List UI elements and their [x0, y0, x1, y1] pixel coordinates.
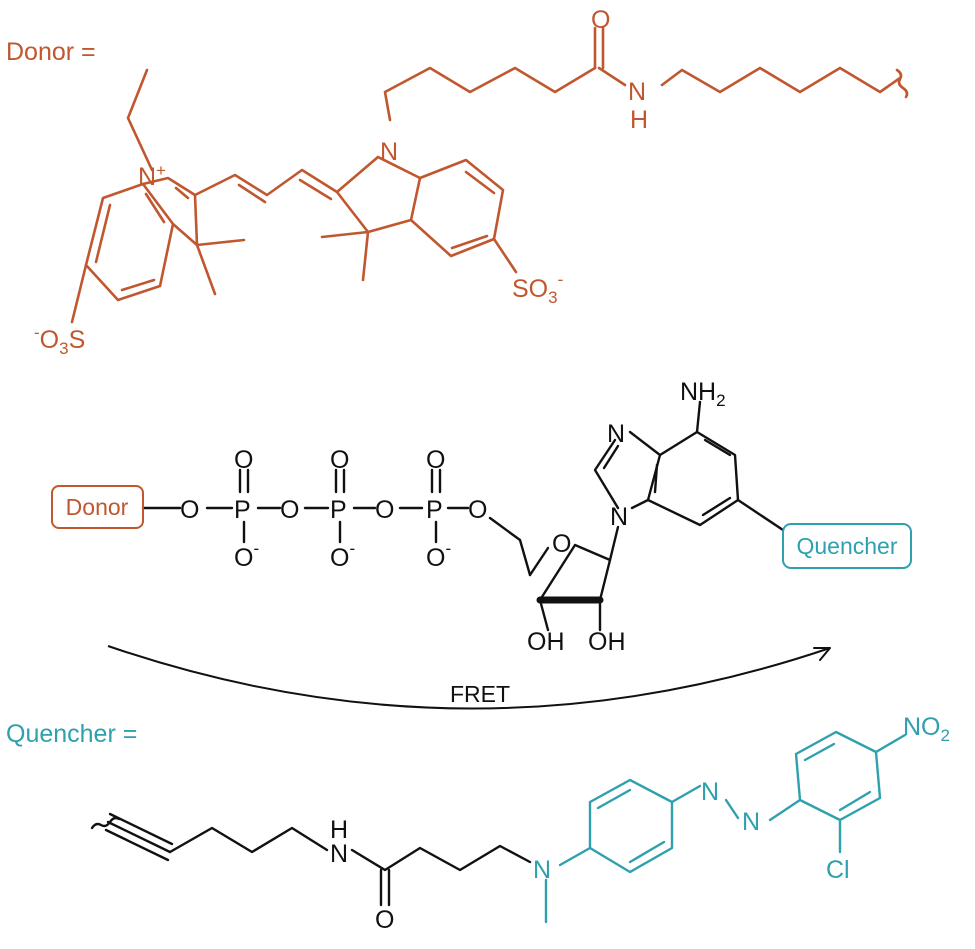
quencher-amine-n: N	[533, 856, 551, 884]
right-gem-dimethyl	[320, 230, 370, 282]
donor-box-label: Donor	[66, 494, 129, 520]
phosphorus-gamma: P	[426, 496, 443, 524]
quencher-heading: Quencher =	[6, 720, 137, 748]
nucleotide-bonds	[141, 400, 785, 632]
donor-amide-o: O	[591, 6, 610, 34]
fret-arrow: FRET	[107, 645, 831, 710]
bridge-o-1: O	[180, 496, 199, 524]
n-ethyl	[126, 68, 154, 172]
phosphorus-beta: P	[330, 496, 347, 524]
quencher-linker-bonds	[90, 812, 532, 907]
donor-n-neutral: N	[380, 138, 398, 166]
azo-n-1: N	[701, 778, 719, 806]
polymethine-chain	[193, 168, 339, 197]
double-o-1: O	[234, 446, 253, 474]
donor-sulfonate-left: -O3S	[34, 323, 85, 358]
quencher-dye-bonds	[544, 730, 907, 924]
chloro-group: Cl	[826, 856, 850, 884]
anionic-o-3: O-	[426, 539, 451, 572]
anionic-o-2: O-	[330, 539, 355, 572]
quencher-box: Quencher	[782, 523, 912, 569]
left-benzene-ring	[84, 182, 175, 302]
quencher-amide-n: N	[330, 840, 348, 868]
donor-n-plus-charge: +	[156, 161, 166, 180]
left-gem-dimethyl	[195, 238, 246, 296]
donor-heading: Donor =	[6, 38, 96, 66]
hydroxyl-2: OH	[527, 628, 565, 656]
fret-label: FRET	[450, 681, 510, 707]
donor-n-plus: N	[138, 163, 156, 191]
adenine-amine: NH2	[680, 378, 726, 410]
right-benzene-ring	[409, 158, 505, 258]
ribose-ring-o: O	[552, 530, 571, 558]
phosphorus-alpha: P	[234, 496, 251, 524]
donor-box: Donor	[51, 485, 144, 529]
quencher-atom-labels: H N O N N N NO2 Cl	[330, 713, 950, 934]
donor-amide-n: N	[628, 78, 646, 106]
quencher-amide-o: O	[375, 906, 394, 934]
donor-atom-labels: N + N O N H SO3- -O3S	[34, 6, 648, 358]
donor-aminohexyl-chain	[660, 66, 902, 94]
azo-n-2: N	[742, 808, 760, 836]
right-five-ring	[335, 155, 422, 234]
anionic-o-1: O-	[234, 539, 259, 572]
quencher-box-label: Quencher	[796, 533, 897, 559]
donor-amide-h: H	[630, 106, 648, 134]
donor-sulfonate-right: SO3-	[512, 270, 563, 307]
bridge-o-4: O	[468, 496, 487, 524]
quencher-amide-h: H	[330, 816, 348, 844]
donor-attachment-wave	[895, 68, 909, 99]
imidazole-n-top: N	[607, 420, 625, 448]
nucleotide-atom-labels: O O O O P P P O O O O- O- O- O NH2 N N O…	[180, 378, 726, 656]
double-o-3: O	[426, 446, 445, 474]
bridge-o-2: O	[280, 496, 299, 524]
bridge-o-3: O	[375, 496, 394, 524]
nitro-group: NO2	[903, 713, 950, 745]
donor-hexanoyl-chain	[383, 66, 597, 122]
imidazole-n-bottom: N	[610, 503, 628, 531]
hydroxyl-3: OH	[588, 628, 626, 656]
donor-structure	[70, 26, 909, 324]
double-o-2: O	[330, 446, 349, 474]
